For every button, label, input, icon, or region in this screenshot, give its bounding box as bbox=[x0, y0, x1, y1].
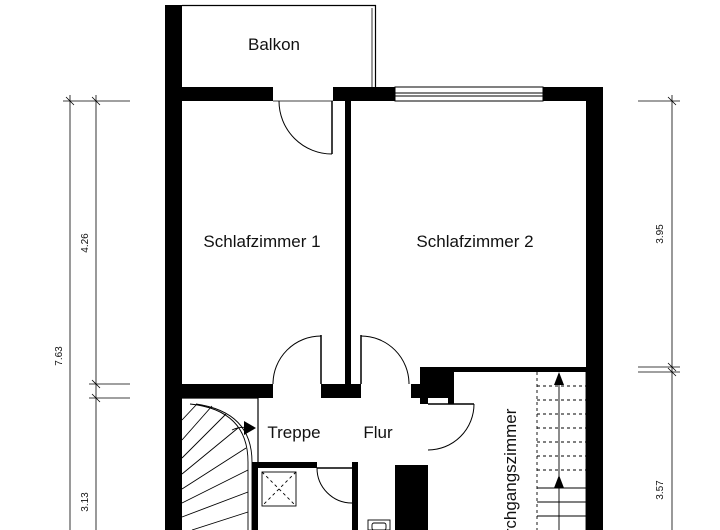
wall-west-lower bbox=[165, 398, 182, 530]
room-label-balkon: Balkon bbox=[248, 35, 300, 54]
wall-bath-north bbox=[252, 462, 317, 468]
door-bedroom1 bbox=[272, 335, 322, 385]
door-durchgangszimmer bbox=[427, 403, 475, 451]
wall-bedroom1-south-mid bbox=[321, 384, 361, 398]
balcony-west-wall bbox=[165, 5, 182, 87]
wall-bedroom1-south-left bbox=[165, 384, 273, 398]
dimension-left-lower: 3.13 bbox=[80, 492, 91, 512]
wall-bath-divider bbox=[352, 462, 358, 530]
dimension-lines-left bbox=[63, 95, 130, 530]
dimension-left-upper: 4.26 bbox=[80, 233, 91, 253]
room-label-treppe: Treppe bbox=[267, 423, 320, 442]
shower bbox=[261, 471, 297, 507]
wall-bedroom-divider bbox=[345, 101, 351, 384]
window-north bbox=[394, 86, 544, 102]
dimension-right-upper: 3.95 bbox=[655, 224, 666, 244]
door-bedroom2 bbox=[360, 335, 410, 385]
room-label-flur: Flur bbox=[363, 423, 393, 442]
staircase-left bbox=[181, 403, 256, 530]
stair-arrow-upper bbox=[554, 372, 564, 385]
sink bbox=[367, 519, 391, 530]
room-label-schlafzimmer2: Schlafzimmer 2 bbox=[416, 232, 533, 251]
wall-east bbox=[586, 87, 603, 367]
wall-corner-block-lower bbox=[420, 398, 428, 404]
wall-north-mid bbox=[333, 87, 395, 101]
wall-bath-west bbox=[252, 462, 258, 530]
wall-west-upper bbox=[165, 87, 182, 385]
doors bbox=[272, 100, 475, 504]
stair-arrow-lower bbox=[554, 475, 564, 488]
door-balcony bbox=[273, 100, 333, 155]
hall-lines bbox=[182, 397, 259, 462]
dimension-left-total: 7.63 bbox=[54, 346, 65, 366]
wall-durchgang-north bbox=[454, 367, 586, 372]
dimension-right-lower: 3.57 bbox=[655, 480, 666, 500]
wall-hall-east bbox=[448, 367, 454, 404]
wall-east-lower bbox=[586, 367, 603, 530]
walls bbox=[165, 87, 603, 530]
staircase-right bbox=[536, 372, 587, 530]
dimension-lines-right bbox=[638, 95, 680, 530]
room-label-durchgangszimmer: Durchgangszimmer bbox=[501, 408, 520, 530]
room-label-schlafzimmer1: Schlafzimmer 1 bbox=[203, 232, 320, 251]
door-bath bbox=[316, 467, 353, 504]
wall-north-left bbox=[165, 87, 273, 101]
wall-hall-south-block bbox=[395, 465, 428, 530]
balcony bbox=[165, 4, 377, 87]
stair-arrow bbox=[244, 421, 256, 435]
